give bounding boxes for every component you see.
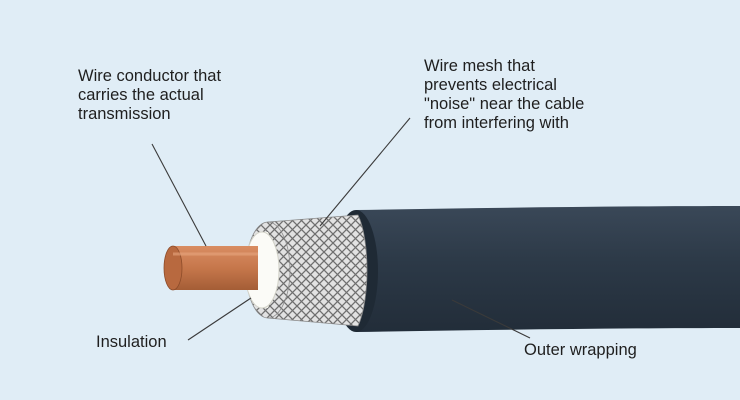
label-line: Outer wrapping xyxy=(524,341,637,359)
label-line: Wire mesh that xyxy=(424,57,535,75)
label-line: carries the actual xyxy=(78,86,204,104)
leader-line-conductor xyxy=(151,143,207,247)
label-line: "noise" near the cable xyxy=(424,95,585,113)
leader-line-insulation xyxy=(187,297,252,341)
label-wire-conductor: Wire conductor that carries the actual t… xyxy=(78,67,221,124)
label-line: transmission xyxy=(78,105,171,123)
label-line: Wire conductor that xyxy=(78,67,222,85)
label-line: from interfering with xyxy=(424,114,569,132)
label-wire-mesh: Wire mesh that prevents electrical "nois… xyxy=(424,57,584,133)
label-insulation: Insulation xyxy=(96,333,167,352)
outer-wrapping xyxy=(334,206,740,332)
label-outer-wrapping: Outer wrapping xyxy=(524,341,637,360)
leader-line-mesh xyxy=(319,117,411,227)
leader-line-outer xyxy=(451,299,531,339)
label-line: Insulation xyxy=(96,333,167,351)
label-line: prevents electrical xyxy=(424,76,557,94)
copper-conductor xyxy=(163,245,258,291)
